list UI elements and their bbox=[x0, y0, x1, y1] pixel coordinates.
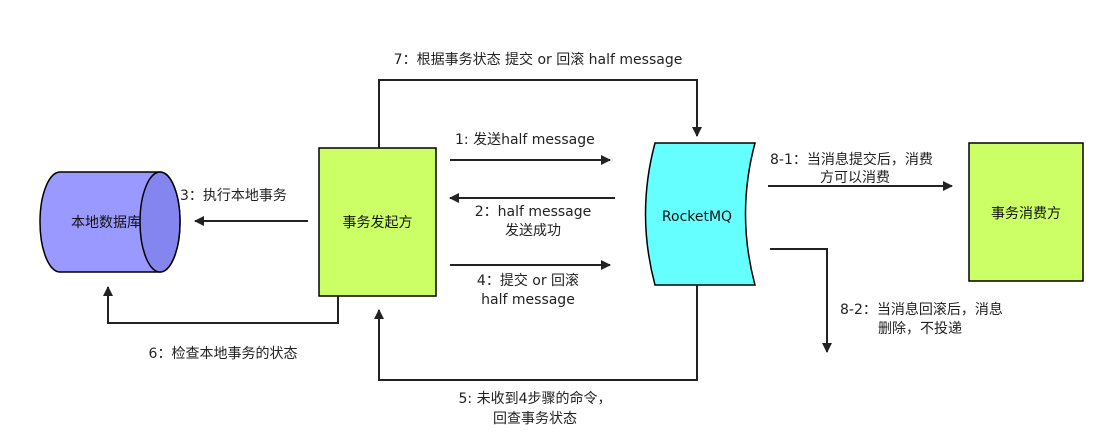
edge-1-label: 1: 发送half message bbox=[455, 132, 595, 148]
edge-2-label-line2: 发送成功 bbox=[505, 223, 561, 239]
transaction-producer-node: 事务发起方 bbox=[318, 147, 437, 297]
edge-5-label-line2: 回查事务状态 bbox=[493, 411, 577, 427]
local-database-label: 本地数据库 bbox=[71, 215, 141, 231]
edge-check-tx-status bbox=[374, 285, 698, 381]
edge-3-label: 3：执行本地事务 bbox=[180, 188, 287, 204]
edge-4-label-line1: 4：提交 or 回滚 bbox=[477, 272, 579, 289]
edge-4-label-line2: half message bbox=[481, 292, 575, 308]
edge-2-label-line1: 2：half message bbox=[475, 204, 592, 220]
edge-8-1-label-line2: 方可以消费 bbox=[820, 170, 890, 186]
transaction-producer-label: 事务发起方 bbox=[343, 215, 413, 231]
edge-8-2-label-line2: 删除，不投递 bbox=[878, 321, 962, 337]
edge-8-1-label-line1: 8-1：当消息提交后，消费 bbox=[770, 151, 933, 168]
edge-delete-message bbox=[770, 248, 832, 353]
local-database-node: 本地数据库 bbox=[39, 171, 181, 273]
rocketmq-label: RocketMQ bbox=[662, 209, 732, 225]
rocketmq-node: RocketMQ bbox=[644, 142, 756, 286]
edge-6-label: 6：检查本地事务的状态 bbox=[149, 346, 298, 362]
edge-check-local-tx bbox=[103, 286, 339, 324]
edge-5-label-line1: 5: 未收到4步骤的命令， bbox=[459, 390, 612, 407]
edge-commit-rollback-by-state bbox=[378, 79, 702, 148]
edge-8-2-label-line1: 8-2：当消息回滚后，消息 bbox=[840, 301, 1003, 318]
edge-7-label: 7：根据事务状态 提交 or 回滚 half message bbox=[394, 51, 683, 68]
transaction-consumer-node: 事务消费方 bbox=[968, 142, 1084, 282]
transaction-consumer-label: 事务消费方 bbox=[991, 206, 1061, 222]
